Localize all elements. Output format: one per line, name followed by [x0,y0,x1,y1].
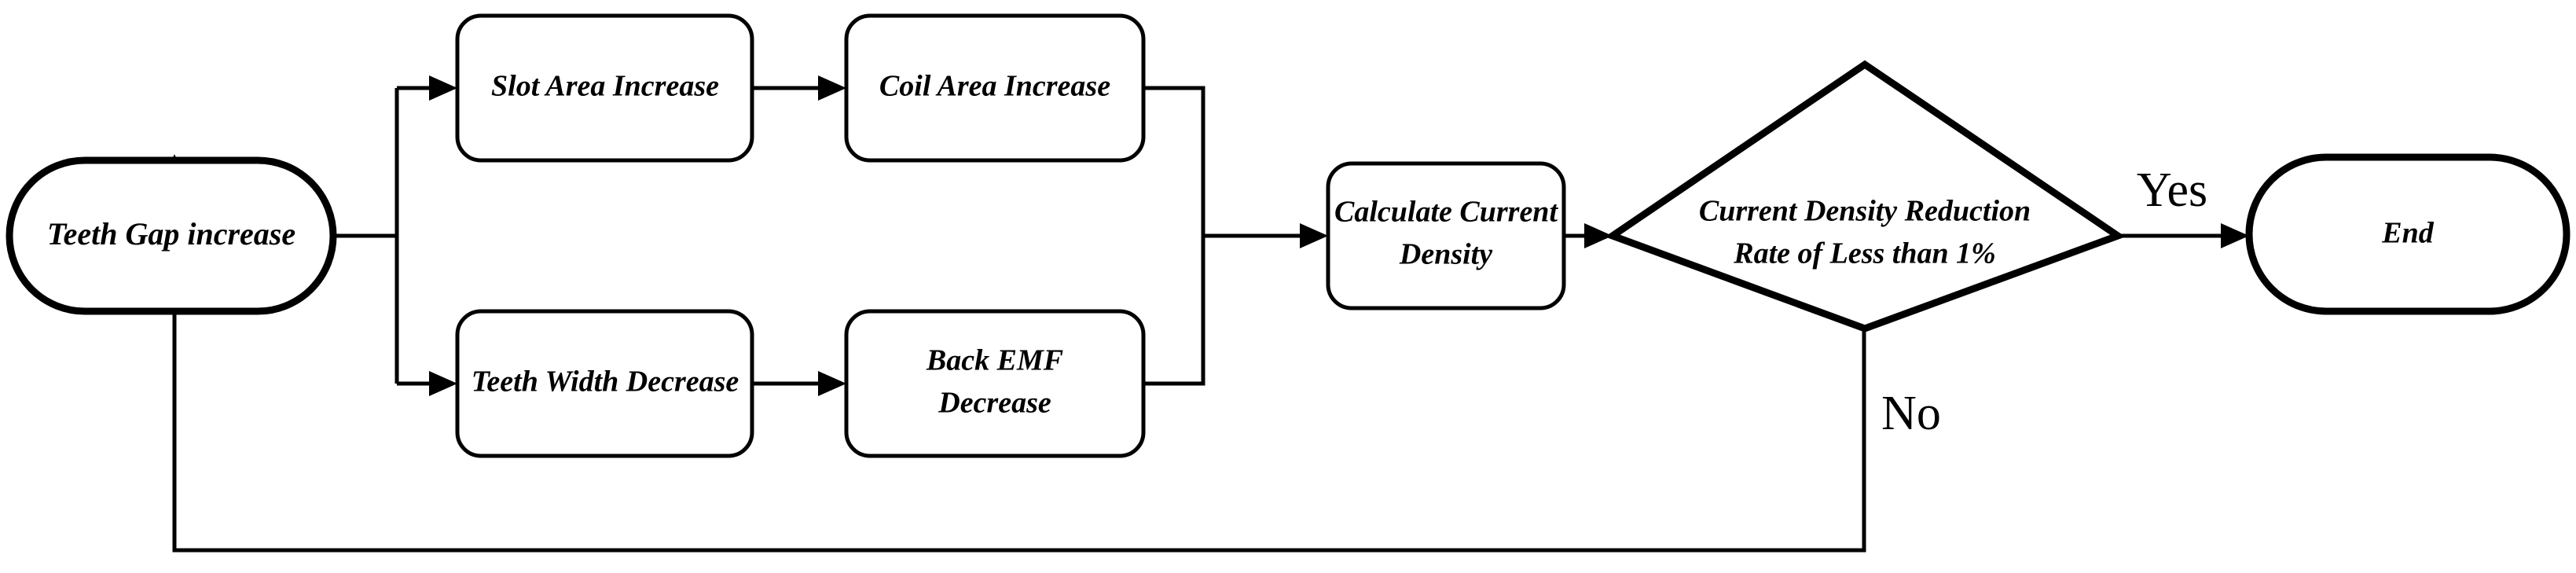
node-back-emf-label-line2: Decrease [938,387,1051,420]
node-calculate-current-density[interactable] [1326,161,1566,310]
node-start-label: Teeth Gap increase [47,216,295,252]
node-coil-area-increase[interactable] [844,13,1146,163]
arrowhead-to-coil-area [818,75,846,101]
node-decision-label-line1: Current Density Reduction [1699,195,2031,228]
node-calculate-label-line1: Calculate Current [1334,196,1558,229]
node-back-emf-decrease[interactable] [844,309,1146,458]
arrowhead-to-end [2221,223,2249,248]
node-end-label: End [2381,217,2434,250]
node-back-emf-label-line1: Back EMF [926,344,1063,377]
node-decision-label-line2: Rate of Less than 1% [1733,237,1996,270]
arrowhead-to-decision [1584,223,1613,248]
edge-decision-to-start-no [172,181,1866,553]
arrowhead-to-slot-area [429,75,457,101]
edge-backemf-to-merge [1143,236,1205,386]
arrowhead-to-calculate [1300,223,1328,248]
node-decision-current-density-reduction[interactable] [1605,60,2126,332]
node-start-teeth-gap-increase[interactable] [6,156,337,315]
edge-coil-to-merge [1143,86,1205,236]
edge-label-yes: Yes [2137,163,2207,217]
node-teeth-width-label: Teeth Width Decrease [472,365,739,399]
node-teeth-width-decrease[interactable] [455,309,754,458]
node-calculate-label-line2: Density [1399,238,1492,271]
arrowhead-to-back-emf [818,371,846,396]
edge-label-no: No [1881,387,1941,440]
arrowhead-to-teeth-width [429,371,457,396]
node-slot-area-label: Slot Area Increase [491,70,719,103]
node-coil-area-label: Coil Area Increase [879,70,1110,103]
node-end[interactable] [2245,153,2570,315]
node-slot-area-increase[interactable] [455,13,754,163]
